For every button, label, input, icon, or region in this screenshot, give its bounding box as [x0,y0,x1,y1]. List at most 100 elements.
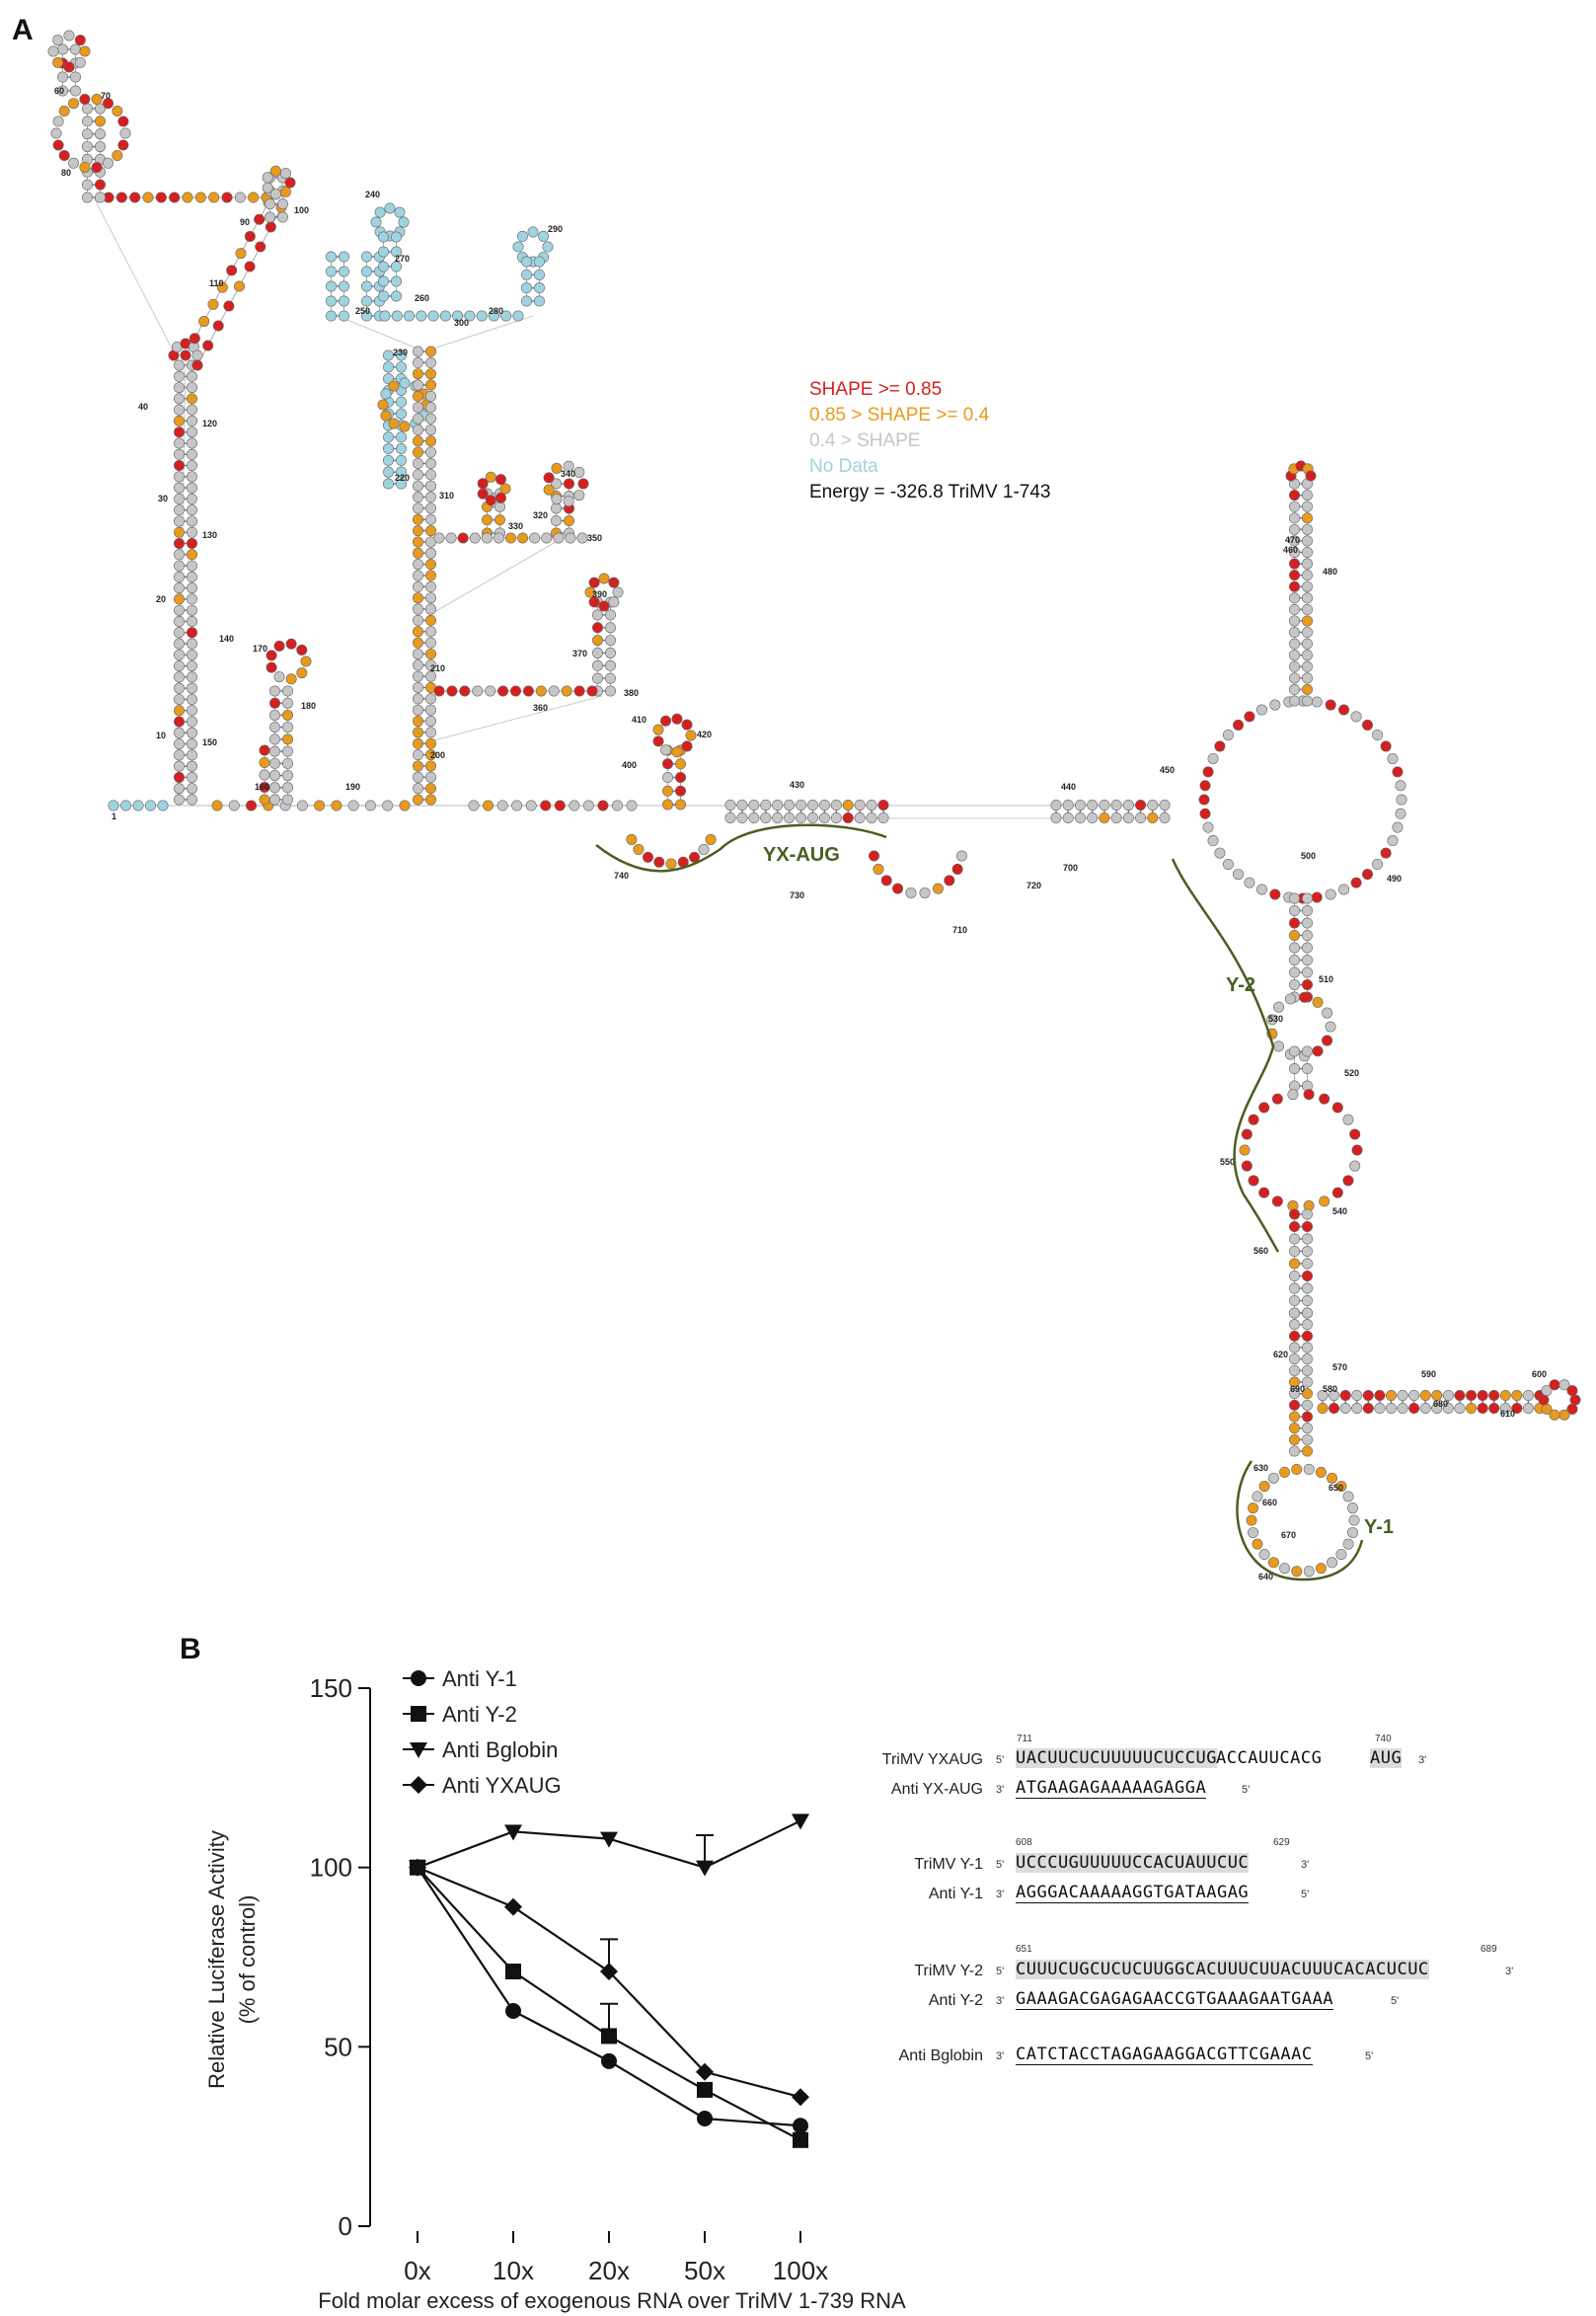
nucleotide [520,295,532,307]
nucleotide [1241,1160,1253,1172]
nucleotide [1374,1390,1386,1402]
nucleotide [582,800,594,811]
seq-end-number: 629 [1273,1837,1290,1848]
position-number: 300 [454,318,469,328]
position-number: 450 [1160,765,1175,775]
nucleotide [818,811,830,823]
nucleotide [452,310,464,322]
nucleotide [331,800,342,811]
nucleotide [1338,884,1350,895]
nucleotide [211,800,223,811]
target-name: TriMV Y-2 [914,1963,983,1979]
nucleotide [1267,1557,1279,1569]
nucleotide [1302,1319,1314,1331]
seq-end-number: 740 [1375,1734,1392,1744]
nucleotide [468,800,480,811]
nucleotide [1302,978,1314,990]
nucleotide [424,737,436,749]
target-five-prime: 5' [996,1859,1005,1871]
nucleotide [591,672,603,684]
data-point [410,1776,427,1794]
position-number: 340 [561,469,575,479]
nucleotide [866,811,877,823]
nucleotide [873,863,884,875]
position-number: 620 [1273,1350,1288,1359]
data-point [411,1670,426,1686]
nucleotide [1302,615,1314,627]
position-number: 170 [253,644,267,654]
nucleotide [1289,1376,1301,1388]
nucleotide [52,35,64,46]
nucleotide [1350,711,1362,723]
nucleotide [1302,1063,1314,1075]
nucleotide [268,722,280,733]
nucleotide [244,261,256,272]
nucleotide [174,571,186,582]
nucleotide [520,282,532,294]
nucleotide [586,685,598,697]
y-axis-subtitle: (% of control) [235,1895,260,2025]
nucleotide [674,771,686,783]
nucleotide [1289,1282,1301,1294]
nucleotide [724,799,736,811]
nucleotide [1302,1221,1314,1233]
nucleotide [659,715,671,727]
position-number: 380 [624,688,639,698]
nucleotide [174,526,186,538]
data-point [601,2028,617,2045]
position-number: 360 [533,703,548,713]
nucleotide [1361,719,1373,731]
nucleotide [1255,884,1267,895]
nucleotide [1289,917,1301,929]
nucleotide [399,377,411,389]
nucleotide [424,659,436,671]
position-number: 350 [587,533,602,543]
nucleotide [424,648,436,659]
position-number: 610 [1500,1409,1515,1419]
nucleotide [1558,1409,1570,1421]
nucleotide [187,638,198,650]
position-number: 260 [415,293,429,303]
nucleotide [493,532,504,544]
nucleotide [296,800,308,811]
nucleotide [187,682,198,694]
nucleotide [1246,1514,1257,1526]
nucleotide [598,573,610,584]
nucleotide [259,756,270,768]
nucleotide [481,514,493,526]
nucleotide [1289,1233,1301,1245]
nucleotide [1302,1376,1314,1388]
nucleotide [1302,570,1314,581]
nucleotide [577,478,589,490]
legend-label: Anti Bglobin [442,1737,558,1762]
nucleotide [1302,490,1314,502]
backbone-segment [423,315,534,352]
backbone-segment [177,364,187,801]
nucleotide [174,627,186,639]
legend-label: Anti Y-1 [442,1666,517,1691]
nucleotide [1289,615,1301,627]
position-number: 370 [572,649,587,658]
nucleotide [433,685,445,697]
nucleotide [174,549,186,561]
nucleotide [598,600,610,612]
nucleotide [412,637,423,649]
nucleotide [1302,546,1314,558]
nucleotide [1289,1295,1301,1307]
nucleotide [70,85,82,97]
nucleotide [1351,1390,1363,1402]
nucleotide [1289,638,1301,650]
nucleotide [174,393,186,405]
nucleotide [187,738,198,750]
nucleotide [174,693,186,705]
nucleotide [424,379,436,391]
nucleotide [1222,730,1234,741]
nucleotide [1289,1342,1301,1353]
nucleotide [1511,1403,1523,1415]
nucleotide [412,659,423,671]
nucleotide [1302,683,1314,695]
nucleotide [68,98,80,110]
nucleotide [1566,1403,1578,1415]
nucleotide [174,716,186,728]
nucleotide [1289,1423,1301,1434]
